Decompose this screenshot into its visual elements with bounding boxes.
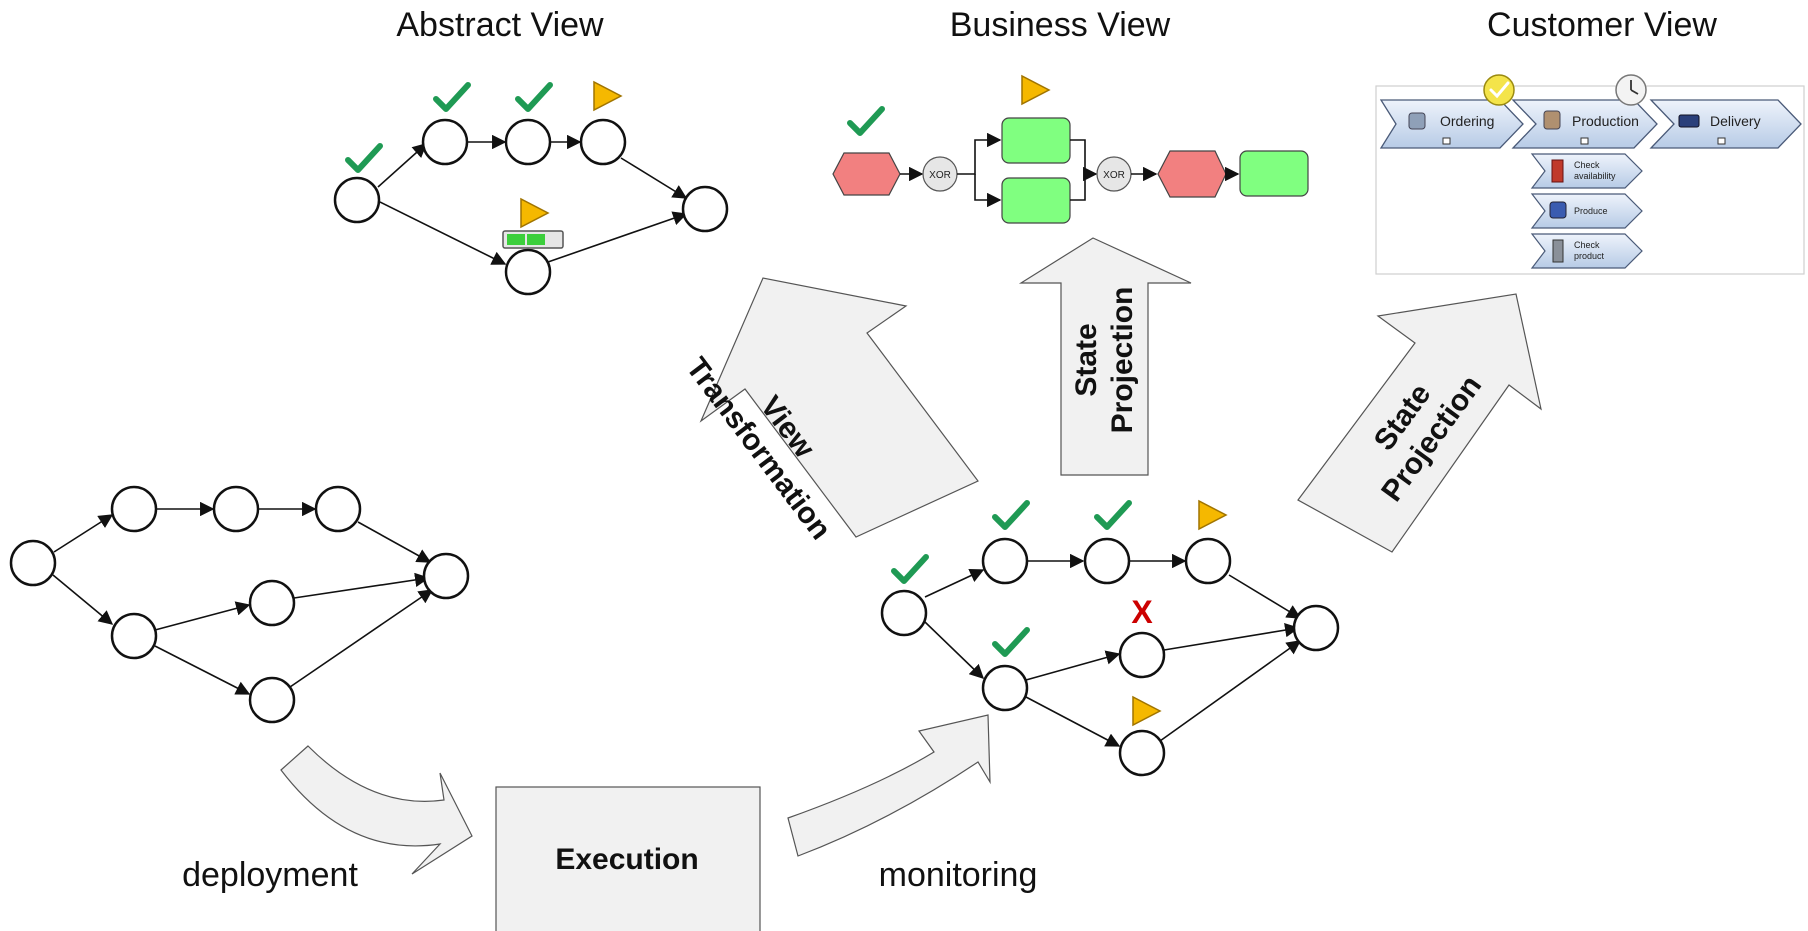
model-node [248, 676, 296, 724]
failed-x-icon: X [1131, 594, 1153, 630]
progress-bar-icon [502, 230, 564, 249]
microscope-icon [1552, 239, 1564, 263]
completed-check-icon [515, 82, 553, 112]
completed-check-icon [847, 106, 885, 136]
function-box [1239, 150, 1309, 197]
availability-icon [1551, 159, 1564, 183]
substep-produce: Produce [1530, 193, 1643, 229]
step-label: Ordering [1440, 113, 1494, 129]
function-box [1001, 177, 1071, 224]
completed-check-icon [992, 627, 1030, 657]
abstract-node [579, 118, 627, 166]
instance-node-end [1292, 604, 1340, 652]
model-node [110, 612, 158, 660]
svg-text:XOR: XOR [1103, 170, 1125, 181]
abstract-node [504, 118, 552, 166]
expand-icon [1442, 137, 1451, 145]
xor-split-gateway: XOR [922, 156, 958, 192]
step-delivery: Delivery [1649, 99, 1802, 149]
instance-node-start [880, 589, 928, 637]
monitored-instance-graph: X [880, 499, 1340, 777]
substep-check-product: Check product [1530, 233, 1643, 269]
model-node [110, 485, 158, 533]
abstract-node-end [681, 185, 729, 233]
model-node-end [422, 552, 470, 600]
completed-check-icon [433, 82, 471, 112]
start-event [832, 152, 901, 196]
completed-check-icon [345, 143, 383, 173]
running-flag-icon [1021, 74, 1051, 106]
state-projection-arrow-customer: State Projection [1297, 293, 1542, 553]
ordering-icon [1408, 112, 1426, 130]
model-node [212, 485, 260, 533]
running-flag-icon [520, 197, 550, 229]
business-view-model: XOR XOR [832, 74, 1309, 224]
instance-node [1184, 537, 1232, 585]
end-event [1157, 150, 1227, 198]
svg-text:Produce: Produce [1574, 206, 1608, 216]
execution-label: Execution [555, 843, 698, 876]
monitoring-label: monitoring [879, 856, 1038, 894]
deployment-label: deployment [182, 856, 358, 894]
completed-badge-icon [1483, 74, 1515, 106]
state-projection-label: State [1070, 323, 1103, 396]
step-label: Delivery [1710, 113, 1761, 129]
process-model-graph [9, 485, 470, 724]
abstract-node [421, 118, 469, 166]
instance-node [1118, 729, 1166, 777]
production-icon [1543, 110, 1561, 130]
produce-icon [1549, 201, 1567, 219]
xor-join-gateway: XOR [1096, 156, 1132, 192]
svg-text:product: product [1574, 251, 1605, 261]
clock-icon [1615, 74, 1647, 106]
instance-node [981, 537, 1029, 585]
model-node [314, 485, 362, 533]
running-flag-icon [1132, 695, 1162, 727]
abstract-node-start [333, 176, 381, 224]
customer-view-model: Ordering Production Delivery [1375, 74, 1805, 275]
completed-check-icon [1094, 500, 1132, 530]
completed-check-icon [992, 500, 1030, 530]
customer-view-title: Customer View [1487, 6, 1717, 44]
deployment-arrow [280, 745, 473, 875]
instance-node-failed [1118, 631, 1166, 679]
step-label: Production [1572, 113, 1639, 129]
instance-node [981, 664, 1029, 712]
state-projection-arrow-business: State Projection [1018, 237, 1192, 476]
svg-text:Check: Check [1574, 240, 1600, 250]
abstract-view-graph [333, 80, 729, 296]
abstract-node [504, 248, 552, 296]
running-flag-icon [1198, 499, 1228, 531]
expand-icon [1580, 137, 1589, 145]
function-box [1001, 117, 1071, 164]
state-projection-label: Projection [1106, 287, 1139, 434]
svg-text:XOR: XOR [929, 170, 951, 181]
step-production: Production [1511, 99, 1658, 149]
view-transformation-arrow: View Transformation [680, 277, 979, 546]
running-flag-icon [593, 80, 623, 112]
svg-text:availability: availability [1574, 171, 1616, 181]
instance-node [1083, 537, 1131, 585]
model-node-start [9, 539, 57, 587]
completed-check-icon [891, 554, 929, 584]
expand-icon [1717, 137, 1726, 145]
model-node [248, 579, 296, 627]
execution-box [495, 786, 761, 931]
monitoring-arrow [787, 714, 991, 857]
abstract-view-title: Abstract View [396, 6, 604, 44]
truck-icon [1678, 114, 1700, 128]
substep-check-availability: Check availability [1530, 153, 1643, 189]
svg-text:Check: Check [1574, 160, 1600, 170]
business-view-title: Business View [950, 6, 1171, 44]
step-ordering: Ordering [1379, 99, 1524, 149]
